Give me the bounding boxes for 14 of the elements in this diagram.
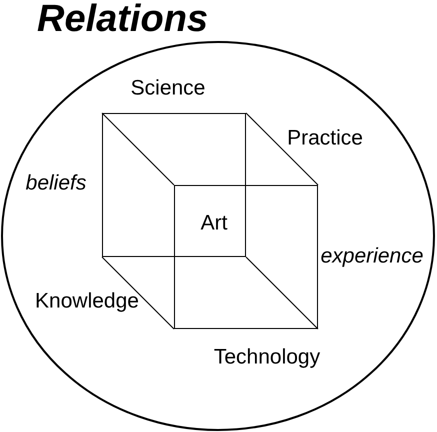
connector-line [246, 256, 318, 330]
node-label: Art [200, 212, 228, 234]
text-label: Science [130, 78, 206, 98]
text-label: Knowledge [35, 290, 139, 312]
connector-line [102, 256, 174, 330]
text-label: Technology [214, 346, 320, 368]
text-label: experience [320, 246, 424, 266]
title: Relations [37, 0, 208, 38]
text-label: beliefs [26, 172, 86, 194]
front-square [174, 185, 318, 329]
connector-line [102, 112, 174, 186]
text-label: Practice [287, 128, 363, 148]
back-square [102, 113, 246, 257]
connector-line [246, 112, 318, 186]
